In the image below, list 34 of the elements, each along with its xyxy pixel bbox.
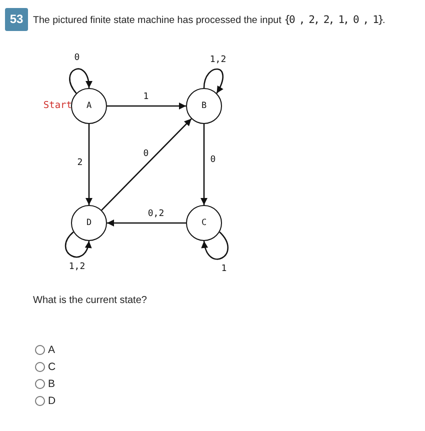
edge-label: 1,2 (68, 262, 86, 272)
edge-label: 0 (74, 53, 80, 63)
self-loop-arrow (203, 68, 224, 94)
edge-label: 1 (143, 92, 149, 102)
question-text: The pictured finite state machine has processed the input {0 , 2, 2, 1, 0 , 1}. (33, 13, 386, 28)
edge-label: 0,2 (148, 209, 164, 219)
option-label: D (48, 395, 56, 407)
transition-arrow (101, 118, 192, 211)
question-prompt: What is the current state? (33, 294, 147, 307)
edge-label: 1 (221, 264, 227, 274)
transition-arrow (86, 124, 92, 205)
transition-arrow (107, 220, 186, 226)
question-number-badge: 53 (5, 8, 28, 31)
state-name: B (201, 101, 207, 111)
state-name: D (86, 218, 92, 228)
edge-label: 2 (77, 158, 83, 168)
option-label: A (48, 344, 56, 356)
self-loop-arrow (64, 232, 92, 258)
transition-arrow (200, 124, 208, 205)
transition-arrow (107, 102, 186, 110)
edge-label: 0 (143, 149, 149, 159)
option-label: C (48, 361, 56, 373)
state-circle (71, 88, 107, 124)
edge-label: 0 (210, 155, 216, 165)
state-name: C (201, 218, 207, 228)
state-name: A (86, 101, 92, 111)
self-loop-arrow (69, 68, 92, 94)
self-loop-arrow (202, 232, 228, 260)
state-circle (186, 205, 222, 241)
edge-label: 1,2 (210, 55, 226, 65)
option-label: B (48, 378, 56, 390)
state-circle (186, 88, 222, 124)
start-label: Start (43, 100, 72, 111)
state-circle (71, 205, 107, 241)
